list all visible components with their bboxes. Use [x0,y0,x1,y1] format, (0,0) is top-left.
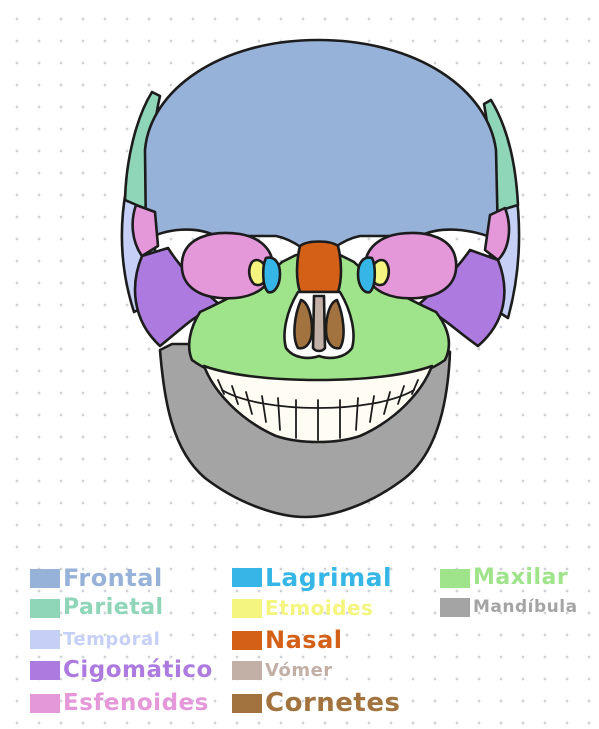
legend-label: Cigomático [63,659,213,682]
legend-swatch [30,694,60,713]
legend-label: Etmoides [265,598,373,618]
legend-item-cigomatico: Cigomático [30,659,213,682]
legend-swatch [232,694,262,713]
lagrimal-bone-right [358,258,375,293]
legend-item-esfenoides: Esfenoides [30,692,209,715]
legend-label: Esfenoides [63,692,209,715]
legend-item-etmoides: Etmoides [232,598,373,618]
legend-label: Frontal [63,566,163,590]
legend-swatch [30,661,60,680]
nasal-bone [297,242,341,293]
vomer-bone [313,296,325,351]
legend-item-nasal: Nasal [232,628,343,652]
legend-item-frontal: Frontal [30,566,163,590]
legend-label: Lagrimal [265,565,392,590]
legend-swatch [30,599,60,618]
legend-label: Maxilar [473,567,568,589]
legend-label: Temporal [63,631,160,649]
lagrimal-bone-left [263,258,280,293]
legend-swatch [232,568,262,587]
frontal-bone [145,40,498,262]
legend-label: Vómer [265,662,333,680]
legend-swatch [440,569,470,588]
legend-swatch [232,631,262,650]
legend-label: Mandíbula [473,599,578,616]
legend-item-lagrimal: Lagrimal [232,565,392,590]
legend-item-cornetes: Cornetes [232,690,400,716]
legend-swatch [30,569,60,588]
legend-item-maxilar: Maxilar [440,567,568,589]
legend-label: Cornetes [265,690,400,716]
legend-swatch [440,598,470,617]
legend-label: Nasal [265,628,343,652]
esfenoides-bone-left-outer [133,205,158,256]
legend-swatch [232,661,262,680]
legend-swatch [30,630,60,649]
legend-label: Parietal [63,597,164,619]
legend-item-parietal: Parietal [30,597,164,619]
legend-item-temporal: Temporal [30,630,160,649]
legend-item-vomer: Vómer [232,661,333,680]
legend-item-mandibula: Mandíbula [440,598,578,617]
legend-swatch [232,599,262,618]
